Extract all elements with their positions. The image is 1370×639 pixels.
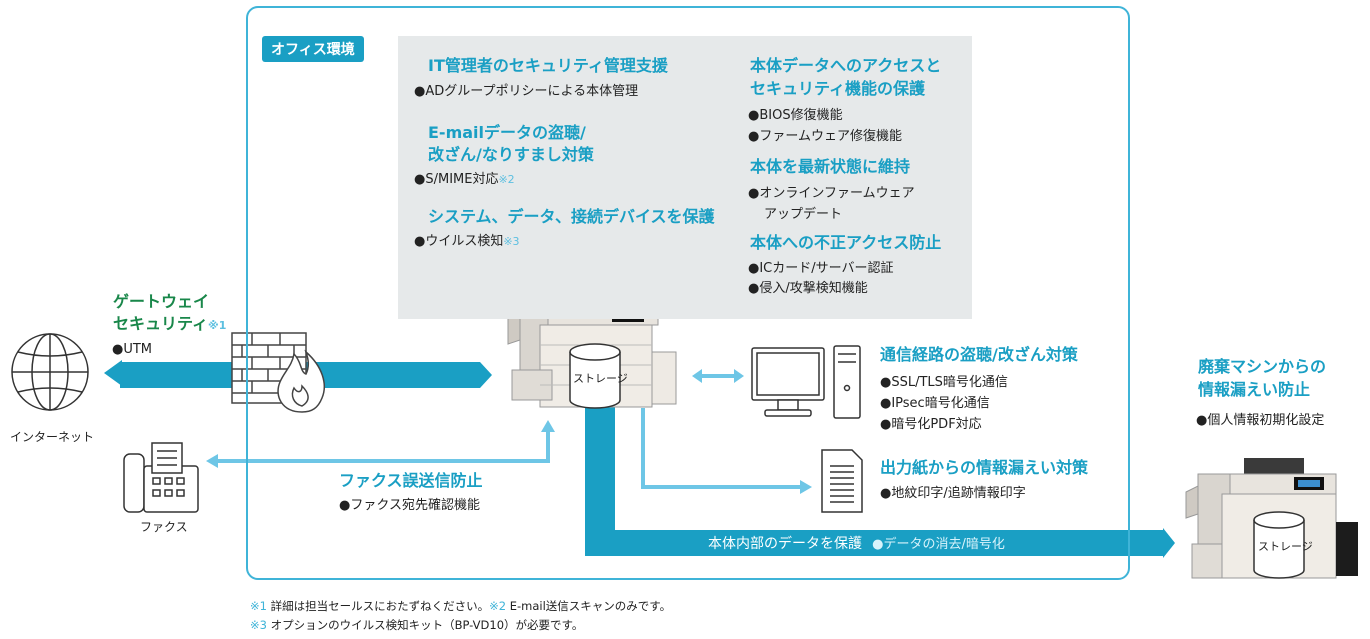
heading-unauthorized-access: 本体への不正アクセス防止 bbox=[750, 233, 942, 252]
item-virus-text: ●ウイルス検知 bbox=[414, 234, 504, 249]
paper-arrow-line bbox=[641, 408, 800, 489]
disposal-storage-cylinder-icon bbox=[1253, 511, 1305, 579]
pc-icon bbox=[751, 345, 861, 419]
storage-cylinder-icon bbox=[569, 343, 621, 409]
item-ad-policy: ●ADグループポリシーによる本体管理 bbox=[414, 84, 639, 99]
network-band-head bbox=[480, 362, 492, 388]
pc-arrow-right bbox=[734, 369, 744, 383]
item-virus-note: ※3 bbox=[503, 235, 520, 248]
footnote-t1: 詳細は担当セールスにおたずねください。 bbox=[270, 599, 490, 613]
banner-label: 本体内部のデータを保護 ●データの消去/暗号化 bbox=[708, 533, 1005, 553]
footnote-line1: ※1 詳細は担当セールスにおたずねください。※2 E-mail送信スキャンのみで… bbox=[250, 598, 671, 615]
footnote-t3: オプションのウイルス検知キット（BP-VD10）が必要です。 bbox=[270, 618, 584, 632]
item-virus-detect: ●ウイルス検知※3 bbox=[414, 232, 520, 252]
comm-item-ipsec: ●IPsec暗号化通信 bbox=[880, 396, 990, 411]
footnote-n1: ※1 bbox=[250, 599, 267, 613]
storage-label: ストレージ bbox=[573, 372, 628, 385]
fax-section-item: ●ファクス宛先確認機能 bbox=[339, 498, 480, 513]
gateway-heading-line1: ゲートウェイ bbox=[113, 292, 210, 311]
comm-section-heading: 通信経路の盗聴/改ざん対策 bbox=[880, 345, 1078, 364]
item-smime-note: ※2 bbox=[498, 173, 515, 186]
footnote-line2: ※3 オプションのウイルス検知キット（BP-VD10）が必要です。 bbox=[250, 617, 583, 634]
gateway-item-utm: ●UTM bbox=[112, 342, 153, 357]
banner-item: ●データの消去/暗号化 bbox=[872, 537, 1005, 552]
footnote-t2: E-mail送信スキャンのみです。 bbox=[509, 599, 672, 613]
fax-arrow-up-head bbox=[541, 420, 555, 432]
item-online-firmware: ●オンラインファームウェア bbox=[748, 186, 915, 201]
item-firmware-repair: ●ファームウェア修復機能 bbox=[748, 129, 902, 144]
gateway-heading-text: セキュリティ bbox=[113, 314, 209, 333]
paper-arrow-head bbox=[800, 480, 812, 494]
disposal-heading-line2: 情報漏えい防止 bbox=[1198, 380, 1311, 399]
paper-section-item: ●地紋印字/追跡情報印字 bbox=[880, 486, 1026, 501]
footnote-n2: ※2 bbox=[489, 599, 507, 613]
gateway-note: ※1 bbox=[208, 319, 227, 332]
item-online-firmware-cont: アップデート bbox=[764, 207, 843, 222]
heading-it-admin: IT管理者のセキュリティ管理支援 bbox=[428, 56, 668, 75]
internet-label: インターネット bbox=[10, 430, 95, 444]
banner-title: 本体内部のデータを保護 bbox=[708, 536, 862, 552]
office-environment-tag: オフィス環境 bbox=[262, 36, 364, 62]
disposal-storage-label: ストレージ bbox=[1258, 540, 1313, 553]
office-environment-frame bbox=[246, 6, 1130, 580]
paper-section-heading: 出力紙からの情報漏えい対策 bbox=[880, 458, 1089, 477]
globe-icon bbox=[11, 333, 89, 411]
comm-item-ssl: ●SSL/TLS暗号化通信 bbox=[880, 375, 1008, 390]
banner-arrow-head bbox=[1163, 528, 1175, 558]
banner-vertical bbox=[585, 405, 615, 543]
document-icon bbox=[821, 449, 863, 513]
fax-icon bbox=[123, 442, 199, 513]
security-features-panel bbox=[398, 36, 972, 319]
disposal-heading-line1: 廃棄マシンからの bbox=[1198, 357, 1327, 376]
footnote-n3: ※3 bbox=[250, 618, 267, 632]
heading-latest-state: 本体を最新状態に維持 bbox=[750, 157, 911, 176]
item-smime-text: ●S/MIME対応 bbox=[414, 172, 499, 187]
item-ic-card: ●ICカード/サーバー認証 bbox=[748, 261, 894, 276]
heading-data-access-line2: セキュリティ機能の保護 bbox=[750, 79, 926, 98]
heading-data-access-line1: 本体データへのアクセスと bbox=[750, 56, 942, 75]
heading-system-protect: システム、データ、接続デバイスを保護 bbox=[428, 207, 715, 226]
gateway-band bbox=[104, 360, 122, 386]
firewall-icon bbox=[231, 332, 326, 413]
fax-label: ファクス bbox=[140, 520, 188, 534]
gateway-heading-line2: セキュリティ※1 bbox=[113, 313, 226, 337]
item-intrusion: ●侵入/攻撃検知機能 bbox=[748, 281, 868, 296]
fax-section-heading: ファクス誤送信防止 bbox=[339, 471, 483, 490]
disposal-item: ●個人情報初期化設定 bbox=[1196, 413, 1325, 428]
pc-arrow-left bbox=[692, 369, 702, 383]
banner-bar bbox=[585, 530, 1163, 556]
heading-email-line2: 改ざん/なりすまし対策 bbox=[428, 145, 594, 164]
fax-arrow-line bbox=[215, 430, 550, 463]
item-smime: ●S/MIME対応※2 bbox=[414, 170, 515, 190]
comm-item-pdf: ●暗号化PDF対応 bbox=[880, 417, 982, 432]
item-bios: ●BIOS修復機能 bbox=[748, 108, 843, 123]
fax-arrow-head bbox=[206, 454, 218, 468]
heading-email-line1: E-mailデータの盗聴/ bbox=[428, 123, 586, 142]
